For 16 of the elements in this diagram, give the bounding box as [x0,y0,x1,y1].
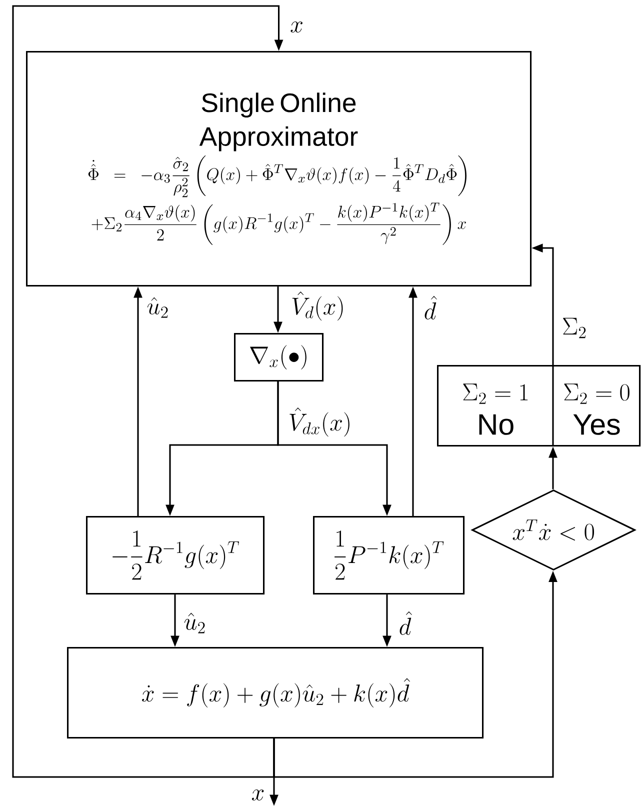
switch-box: $\Sigma_2=1$ $\Sigma_2=0$ No Yes [437,365,641,447]
gain-box: $-\frac{1}{2}R^{-1}g(x)^T$ [86,516,265,595]
edge-label: $\hat{u}_2$ [147,297,168,318]
edge-label: $x$ [252,790,264,800]
system-box: $\dot{x}=f(x)+g(x)\hat{u}_2+k(x)\hat{d}$ [67,647,484,739]
edge-label: $x$ [290,22,302,32]
edge-label: $\hat{d}$ [424,296,437,320]
edge-label: $\hat{V}_{dx}(x)$ [290,407,350,437]
edge-label: $\hat{V}_d(x)$ [292,291,343,321]
arrow [12,5,284,778]
operator-box: $\nabla_x(\bullet)$ [234,333,324,382]
gain-box: $\frac{1}{2}P^{-1}k(x)^T$ [313,516,465,595]
process-box: Single Online Approximator $\dot{\hat{\Phi}}=-\alpha_3\frac{\hat{\sigma}_2}{\rho_2^2}\left(Q(x)+\hat{\Phi}^T\nabla_x\vartheta(x)f(x)-\frac{1}{4}\hat{\Phi}^T D_d\hat{\Phi}\right)$ $+\Sigma_2\frac{\alpha_4\nabla_x\vartheta(x)}{2}\left(g(x)R^{-1}g(x)^T-\frac{k(x)P^{-1}k(x)^T}{\gamma^2}\right)x$ [26,51,532,287]
edge-label: $\hat{u}_2$ [184,612,205,634]
edge-label: $\Sigma_2$ [563,318,586,338]
edge-label: $\hat{d}$ [400,611,412,635]
